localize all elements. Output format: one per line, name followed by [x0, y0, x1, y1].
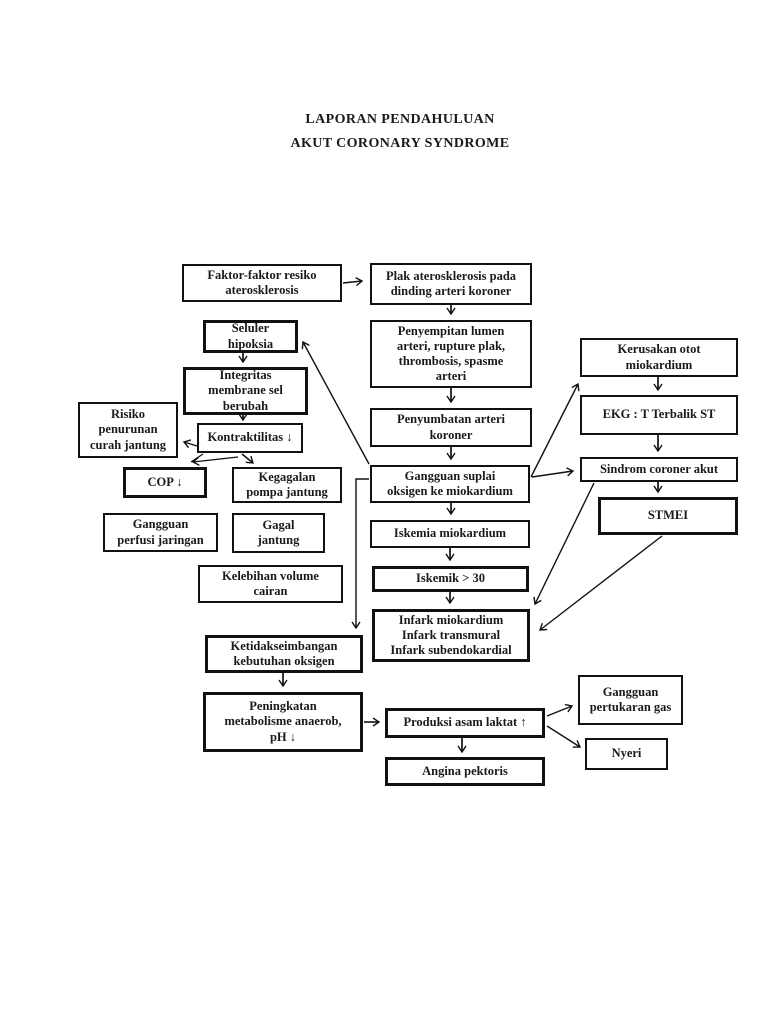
node-ekg-t-terbalik-label: EKG : T Terbalik ST	[602, 407, 716, 422]
node-gangguan-perfusi-label: Gangguan perfusi jaringan	[117, 517, 204, 547]
node-kerusakan-otot: Kerusakan otot miokardium	[580, 338, 738, 377]
node-penyumbatan-arteri: Penyumbatan arteri koroner	[370, 408, 532, 447]
node-gangguan-suplai-oksigen-label: Gangguan suplai oksigen ke miokardium	[387, 468, 513, 498]
node-sindrom-coroner-akut-label: Sindrom coroner akut	[599, 461, 719, 476]
title-line-1: LAPORAN PENDAHULUAN	[305, 112, 495, 127]
node-kerusakan-otot-label: Kerusakan otot miokardium	[617, 342, 701, 372]
node-integritas-membrane-label: Integritas membrane sel berubah	[208, 368, 283, 413]
node-angina-pektoris: Angina pektoris	[385, 757, 545, 786]
node-kontraktilitas-label: Kontraktilitas ↓	[207, 430, 293, 445]
node-peningkatan-metabolisme-label: Peningkatan metabolisme anaerob, pH ↓	[224, 699, 342, 744]
node-risiko-curah-jantung: Risiko penurunan curah jantung	[78, 402, 178, 458]
node-kegagalan-pompa-label: Kegagalan pompa jantung	[246, 469, 328, 499]
node-cop: COP ↓	[123, 467, 207, 498]
node-infark-miokardium-label: Infark miokardium Infark transmural Infa…	[390, 612, 512, 658]
node-iskemia-miokardium-label: Iskemia miokardium	[393, 526, 507, 541]
node-stmei: STMEI	[598, 497, 738, 535]
node-integritas-membrane: Integritas membrane sel berubah	[183, 367, 308, 415]
node-risiko-curah-jantung-label: Risiko penurunan curah jantung	[89, 407, 167, 452]
title-line-2: AKUT CORONARY SYNDROME	[290, 136, 510, 151]
node-penyumbatan-arteri-label: Penyumbatan arteri koroner	[397, 412, 505, 442]
edge-kontraktilitas-cop-line2	[190, 453, 204, 463]
node-produksi-asam-laktat-label: Produksi asam laktat ↑	[403, 715, 527, 730]
node-nyeri: Nyeri	[585, 738, 668, 770]
node-faktor-resiko: Faktor-faktor resiko aterosklerosis	[182, 264, 342, 302]
edge-kontraktilitas-risiko	[184, 442, 198, 446]
node-seluler-hipoksia: Seluler hipoksia	[203, 320, 298, 353]
node-gagal-jantung: Gagal jantung	[232, 513, 325, 553]
edge-kontraktilitas-cop	[193, 456, 239, 462]
node-produksi-asam-laktat: Produksi asam laktat ↑	[385, 708, 545, 738]
node-seluler-hipoksia-label: Seluler hipoksia	[227, 321, 274, 351]
node-gagal-jantung-label: Gagal jantung	[257, 517, 300, 547]
node-iskemik-30: Iskemik > 30	[372, 566, 529, 592]
node-nyeri-label: Nyeri	[611, 746, 642, 761]
node-plak-aterosklerosis: Plak aterosklerosis pada dinding arteri …	[370, 263, 532, 305]
edge-faktor-plak	[342, 281, 362, 283]
edge-produksi-nyeri	[546, 725, 580, 747]
edge-sindrom-infark	[535, 482, 595, 604]
node-kelebihan-volume: Kelebihan volume cairan	[198, 565, 343, 603]
edge-suplai-ketidak	[356, 478, 369, 628]
edge-produksi-pertukaran	[546, 706, 572, 717]
edge-suplai-seluler	[303, 342, 370, 465]
node-ekg-t-terbalik: EKG : T Terbalik ST	[580, 395, 738, 435]
node-peningkatan-metabolisme: Peningkatan metabolisme anaerob, pH ↓	[203, 692, 363, 752]
node-iskemia-miokardium: Iskemia miokardium	[370, 520, 530, 548]
node-infark-miokardium: Infark miokardium Infark transmural Infa…	[372, 609, 530, 662]
node-ketidakseimbangan-oksigen: Ketidakseimbangan kebutuhan oksigen	[205, 635, 363, 673]
edge-stmei-infark	[540, 535, 663, 630]
node-stmei-label: STMEI	[647, 508, 689, 523]
page-title: LAPORAN PENDAHULUAN AKUT CORONARY SYNDRO…	[224, 112, 576, 152]
node-kelebihan-volume-label: Kelebihan volume cairan	[222, 568, 319, 598]
edge-suplai-sindrom	[531, 471, 573, 478]
node-angina-pektoris-label: Angina pektoris	[422, 763, 508, 778]
edge-kontraktilitas-kegagalan	[241, 453, 253, 463]
node-faktor-resiko-label: Faktor-faktor resiko aterosklerosis	[207, 267, 317, 297]
node-gangguan-pertukaran-gas-label: Gangguan pertukaran gas	[589, 684, 672, 714]
edge-suplai-kerusakan	[530, 384, 578, 478]
node-gangguan-suplai-oksigen: Gangguan suplai oksigen ke miokardium	[370, 465, 530, 503]
node-gangguan-perfusi: Gangguan perfusi jaringan	[103, 513, 218, 552]
node-cop-label: COP ↓	[147, 474, 183, 489]
node-iskemik-30-label: Iskemik > 30	[416, 571, 485, 586]
node-kegagalan-pompa: Kegagalan pompa jantung	[232, 467, 342, 503]
node-sindrom-coroner-akut: Sindrom coroner akut	[580, 457, 738, 482]
node-penyempitan-lumen-label: Penyempitan lumen arteri, rupture plak, …	[396, 323, 506, 384]
node-penyempitan-lumen: Penyempitan lumen arteri, rupture plak, …	[370, 320, 532, 388]
node-ketidakseimbangan-oksigen-label: Ketidakseimbangan kebutuhan oksigen	[230, 638, 338, 668]
node-plak-aterosklerosis-label: Plak aterosklerosis pada dinding arteri …	[385, 268, 517, 298]
node-gangguan-pertukaran-gas: Gangguan pertukaran gas	[578, 675, 683, 725]
node-kontraktilitas: Kontraktilitas ↓	[197, 423, 303, 453]
